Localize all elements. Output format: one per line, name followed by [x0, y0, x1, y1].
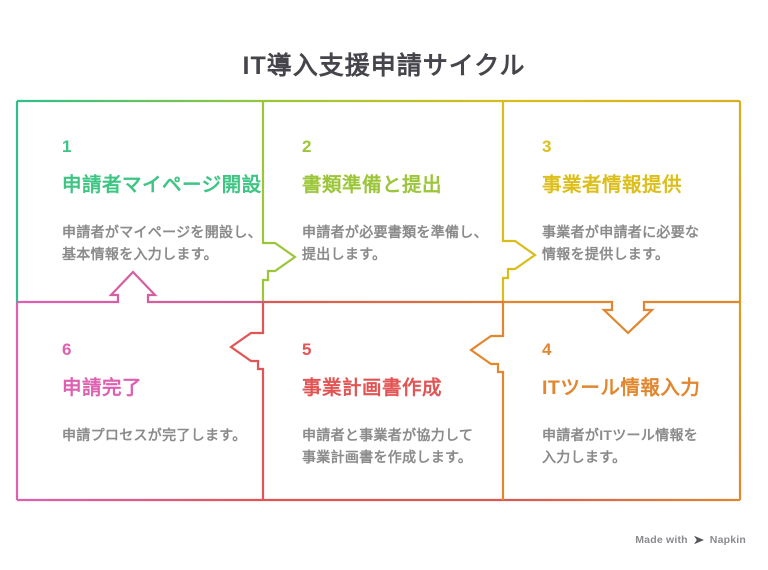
made-with-label: Made with — [635, 534, 688, 546]
napkin-brand-label: Napkin — [709, 534, 746, 546]
step-cell-3: 3 事業者情報提供 事業者が申請者に必要な 情報を提供します。 — [542, 137, 757, 265]
step-number: 5 — [302, 340, 312, 359]
step-number: 1 — [62, 137, 72, 156]
step-number: 6 — [62, 340, 72, 359]
napkin-pen-icon — [693, 534, 705, 546]
step-description: 申請者がITツール情報を 入力します。 — [542, 427, 699, 465]
step-description: 申請者が必要書類を準備し、 提出します。 — [302, 224, 488, 262]
step-description: 申請者と事業者が協力して 事業計画書を作成します。 — [302, 427, 474, 465]
step-title: 申請完了 — [62, 377, 143, 399]
step-title: 事業者情報提供 — [542, 174, 683, 196]
divider-4-5-with-left-arrow-icon — [469, 302, 505, 500]
step-title: ITツール情報入力 — [542, 377, 701, 399]
divider-5-6-with-left-arrow-icon — [229, 302, 265, 500]
step-cell-2: 2 書類準備と提出 申請者が必要書類を準備し、 提出します。 — [302, 137, 517, 265]
made-with-napkin-badge[interactable]: Made with Napkin — [635, 534, 746, 546]
step-title: 書類準備と提出 — [302, 174, 443, 196]
step-description: 申請者がマイページを開設し、 基本情報を入力します。 — [62, 224, 262, 262]
divider-1-2-with-right-arrow-icon — [261, 101, 297, 302]
step-cell-6: 6 申請完了 申請プロセスが完了します。 — [62, 340, 277, 446]
step-cell-1: 1 申請者マイページ開設 申請者がマイページを開設し、 基本情報を入力します。 — [62, 137, 277, 265]
step-title: 申請者マイページ開設 — [62, 174, 262, 196]
step-description: 事業者が申請者に必要な 情報を提供します。 — [542, 224, 700, 262]
step-cell-4: 4 ITツール情報入力 申請者がITツール情報を 入力します。 — [542, 340, 757, 468]
mid-border-right-with-down-arrow-icon — [503, 300, 740, 335]
step-number: 4 — [542, 340, 552, 359]
step-number: 3 — [542, 137, 552, 156]
step-title: 事業計画書作成 — [302, 377, 443, 399]
step-number: 2 — [302, 137, 312, 156]
step-description: 申請プロセスが完了します。 — [62, 427, 247, 443]
divider-2-3-with-right-arrow-icon — [501, 101, 537, 302]
mid-border-left-with-up-arrow-icon — [17, 270, 263, 304]
step-cell-5: 5 事業計画書作成 申請者と事業者が協力して 事業計画書を作成します。 — [302, 340, 517, 468]
page-title: IT導入支援申請サイクル — [242, 52, 526, 80]
